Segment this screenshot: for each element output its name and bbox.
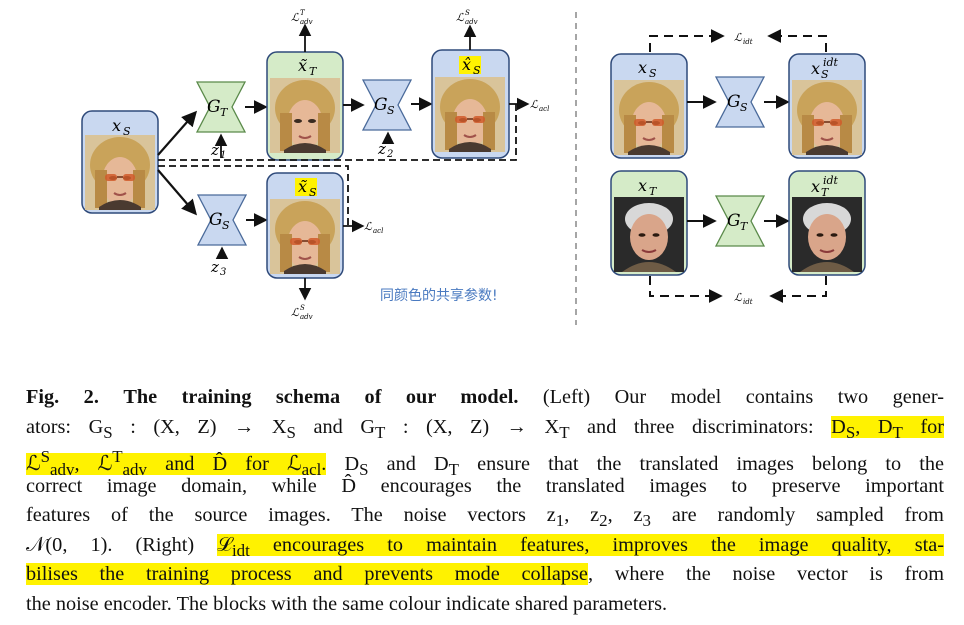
figure-caption: Fig. 2. The training schema of our model…: [26, 383, 945, 619]
svg-text:S: S: [222, 219, 230, 232]
training-schema-figure: x S G T z 1 x̃ T ℒ adv T G S z 2 x̂: [81, 9, 866, 325]
svg-text:T: T: [649, 185, 658, 198]
label-ladv-s-bottom: ℒ: [291, 306, 300, 319]
svg-text:adv: adv: [300, 18, 313, 26]
svg-text:x̃: x̃: [298, 177, 307, 196]
right-input-xt-frame: x T: [610, 170, 688, 276]
right-input-xs-frame: x S: [610, 53, 688, 159]
highlight-lidt: ℒidt encourages to maintain features, im…: [217, 533, 944, 560]
source-face-image: [84, 134, 156, 211]
svg-text:T: T: [309, 65, 318, 78]
svg-text:T: T: [300, 9, 306, 17]
caption-line-7: bilises the training process and prevent…: [26, 563, 945, 585]
svg-text:acl: acl: [373, 227, 383, 235]
svg-text:S: S: [740, 101, 748, 114]
arrow-to-gs-bottom: [157, 169, 198, 216]
svg-text:x: x: [638, 176, 647, 195]
label-z1: z: [210, 141, 219, 159]
right-generator-gs: G S: [714, 76, 766, 128]
caption-line-3: ℒSadv, ℒTadv and D̂ for ℒacl. DS and DT …: [26, 447, 944, 479]
svg-text:1: 1: [220, 150, 226, 161]
svg-text:T: T: [220, 106, 229, 119]
svg-text:idt: idt: [743, 38, 753, 46]
label-z2: z: [377, 140, 386, 158]
caption-line-4: correct image domain, while D̂ encourage…: [26, 474, 944, 497]
arrow-to-gt: [157, 110, 198, 156]
svg-text:S: S: [309, 186, 317, 199]
right-generator-gt: G T: [714, 195, 766, 247]
generator-gs-top: G S: [361, 79, 413, 131]
highlight-mode-collapse: bilises the training process and prevent…: [26, 563, 588, 585]
svg-text:G: G: [207, 97, 221, 117]
svg-text:adv: adv: [465, 18, 478, 26]
translated-image-xs-tilde-frame: x̃ S: [266, 172, 344, 279]
svg-text:S: S: [821, 68, 829, 81]
caption-fig-label: Fig. 2.: [26, 386, 99, 408]
dashed-lidt-bottom-left: [649, 276, 723, 303]
svg-text:idt: idt: [823, 174, 839, 187]
svg-text:S: S: [387, 104, 395, 117]
highlight-losses: ℒSadv, ℒTadv and D̂ for ℒacl.: [26, 447, 327, 479]
svg-text:G: G: [727, 92, 741, 112]
caption-line-2: ators: GS : (X, Z) → XS and GT : (X, Z) …: [26, 415, 945, 442]
svg-text:S: S: [649, 67, 657, 80]
label-ladv-s-top: ℒ: [456, 11, 465, 24]
svg-text:S: S: [473, 64, 481, 77]
label-lacl-top: ℒ: [530, 98, 539, 111]
label-lidt-bottom: ℒ: [734, 291, 743, 304]
reconstructed-face: [434, 76, 506, 153]
svg-text:G: G: [374, 95, 388, 115]
svg-text:S: S: [300, 304, 305, 312]
caption-title: The training schema of our model.: [123, 386, 519, 408]
svg-text:idt: idt: [743, 298, 753, 306]
shared-params-note: 同颜色的共享参数!: [380, 287, 498, 304]
source-translated-face: [269, 198, 341, 275]
svg-text:x: x: [811, 59, 820, 78]
right-target-identity-face: [791, 196, 863, 273]
label-lidt-top: ℒ: [734, 31, 743, 44]
highlight-discriminators: DS, DT for: [831, 415, 945, 442]
dashed-line-to-lacl-top: [158, 104, 517, 161]
dashed-line-to-lacl-bottom: [158, 165, 349, 226]
caption-line-1: Fig. 2. The training schema of our model…: [26, 386, 944, 408]
svg-text:acl: acl: [539, 105, 549, 113]
right-source-identity-face: [791, 79, 863, 156]
label-xs: x: [112, 116, 121, 135]
label-ladv-t: ℒ: [291, 11, 300, 24]
label-lacl-bottom: ℒ: [364, 220, 373, 233]
svg-text:3: 3: [220, 267, 226, 278]
generator-gs-bottom: G S: [196, 194, 248, 246]
translated-image-xt-frame: x̃ T: [266, 51, 344, 161]
svg-text:x̂: x̂: [462, 55, 471, 74]
generator-gt: G T: [195, 81, 247, 133]
dashed-lidt-bottom-right: [769, 276, 827, 303]
right-output-xt-idt-frame: x T idt: [788, 170, 866, 276]
svg-text:G: G: [727, 211, 741, 231]
svg-text:idt: idt: [823, 56, 839, 69]
caption-line-5: features of the source images. The noise…: [26, 504, 944, 531]
svg-text:T: T: [821, 186, 830, 199]
reconstructed-image-xs-hat-frame: x̂ S: [431, 49, 510, 159]
svg-text:G: G: [209, 210, 223, 230]
right-target-face: [613, 196, 685, 273]
svg-text:x: x: [638, 58, 647, 77]
right-output-xs-idt-frame: x S idt: [788, 53, 866, 159]
svg-text:2: 2: [386, 149, 393, 160]
input-image-xs-frame: x S: [81, 110, 159, 214]
target-translated-face: [269, 77, 341, 154]
svg-text:adv: adv: [300, 313, 313, 321]
caption-line-6: 𝒩(0, 1). (Right) ℒidt encourages to main…: [26, 533, 944, 560]
caption-line-8: the noise encoder. The blocks with the s…: [26, 592, 668, 615]
dashed-lidt-top-left: [649, 29, 725, 52]
svg-text:x: x: [811, 177, 820, 196]
dashed-lidt-top-right: [767, 29, 827, 52]
svg-text:T: T: [740, 220, 749, 233]
right-source-face: [613, 79, 685, 156]
svg-text:S: S: [465, 9, 470, 17]
label-z3: z: [210, 258, 219, 276]
label-xs-sub: S: [123, 125, 131, 138]
svg-text:x̃: x̃: [298, 56, 307, 75]
